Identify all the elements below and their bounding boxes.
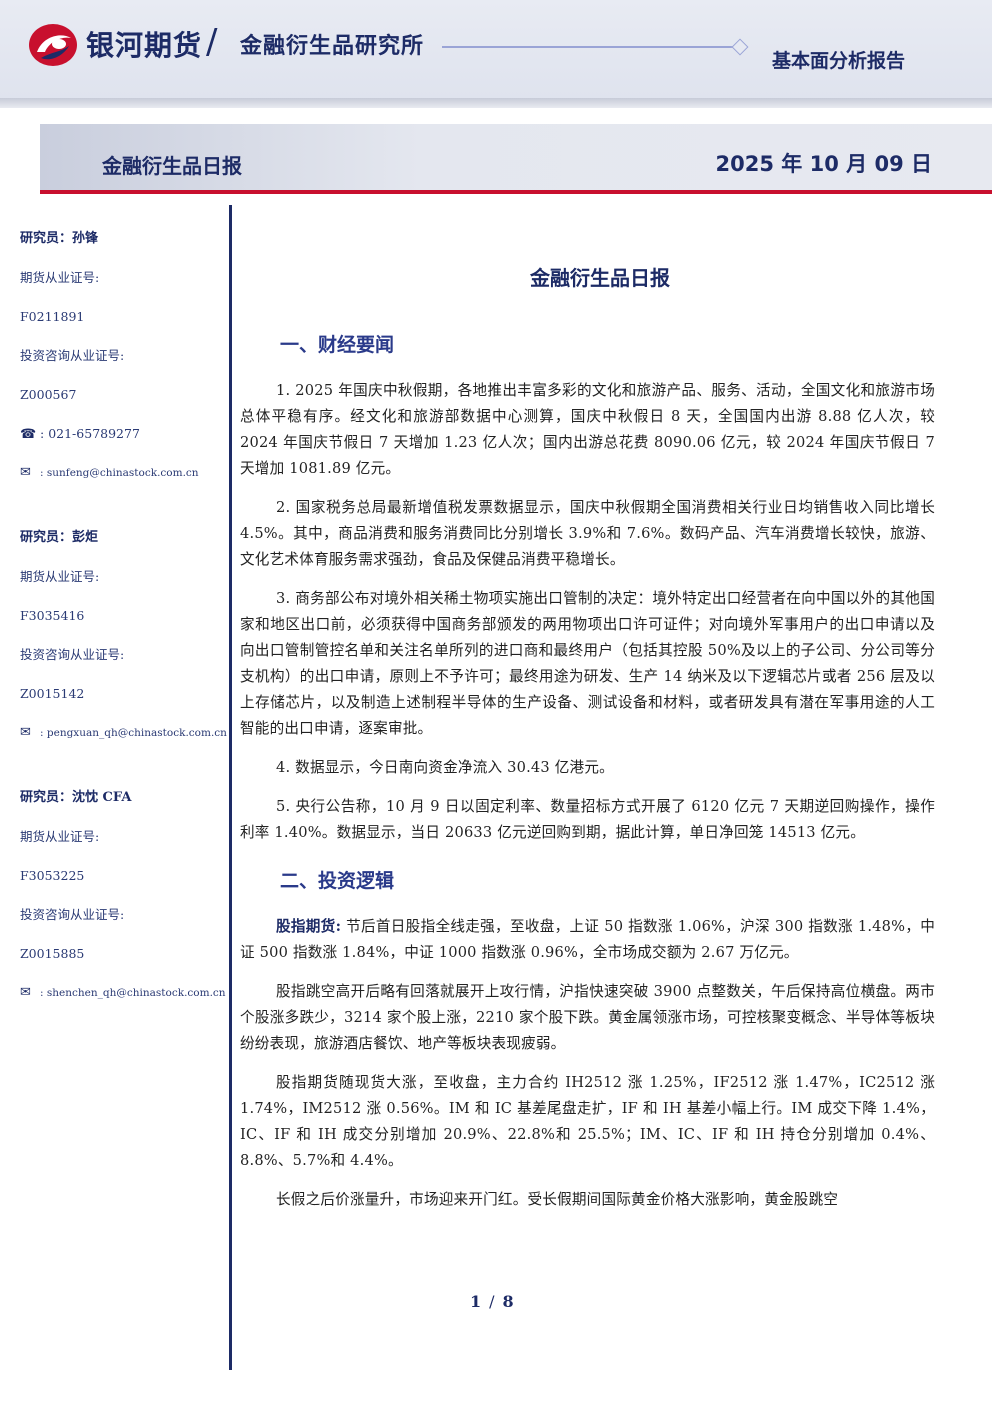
header-band	[0, 0, 992, 98]
email-row: ✉: sunfeng@chinastock.com.cn	[20, 462, 220, 501]
phone-number: 021-65789277	[48, 426, 140, 441]
researcher-name: 研究员：彭炬	[20, 530, 99, 545]
phone-icon: ☎	[20, 427, 37, 442]
page-total: 8	[502, 1292, 514, 1311]
header-band-shadow	[0, 98, 992, 108]
futures-license-label: 期货从业证号:	[20, 270, 100, 285]
email-link[interactable]: sunfeng@chinastock.com.cn	[46, 467, 199, 479]
email-row: ✉: pengxuan_qh@chinastock.com.cn	[20, 722, 227, 761]
futures-license-label: 期货从业证号:	[20, 829, 100, 844]
sidebar-divider	[229, 205, 232, 1370]
email-link[interactable]: shenchen_qh@chinastock.com.cn	[46, 987, 226, 999]
header-separator: /	[206, 22, 218, 62]
section-heading-news: 一、财经要闻	[280, 334, 395, 356]
phone-row: ☎: 021-65789277	[20, 423, 220, 462]
advisory-license-label: 投资咨询从业证号:	[20, 348, 125, 363]
researcher-card: 研究员：沈忱 CFA 期货从业证号: F3053225 投资咨询从业证号: Z0…	[20, 787, 226, 1021]
document-title: 金融衍生品日报	[530, 266, 670, 290]
futures-license-id: F0211891	[20, 309, 85, 324]
email-icon: ✉	[20, 725, 31, 740]
email-row: ✉: shenchen_qh@chinastock.com.cn	[20, 982, 226, 1021]
page-current: 1	[470, 1292, 482, 1311]
advisory-license-id: Z0015885	[20, 946, 85, 961]
researcher-name: 研究员：沈忱 CFA	[20, 790, 132, 805]
advisory-license-label: 投资咨询从业证号:	[20, 907, 125, 922]
futures-license-id: F3035416	[20, 608, 85, 623]
email-icon: ✉	[20, 465, 31, 480]
advisory-license-id: Z0015142	[20, 686, 85, 701]
lead-text: 节后首日股指全线走强，至收盘，上证 50 指数涨 1.06%，沪深 300 指数…	[240, 918, 936, 961]
futures-license-label: 期货从业证号:	[20, 569, 100, 584]
news-paragraph: 1. 2025 年国庆中秋假期，各地推出丰富多彩的文化和旅游产品、服务、活动，全…	[240, 382, 935, 477]
email-link[interactable]: pengxuan_qh@chinastock.com.cn	[46, 727, 227, 739]
logic-paragraph: 股指跳空高开后略有回落就展开上攻行情，沪指快速突破 3900 点整数关，午后保持…	[240, 983, 935, 1052]
report-body: 金融衍生品日报 一、财经要闻 1. 2025 年国庆中秋假期，各地推出丰富多彩的…	[240, 262, 935, 1226]
title-banner	[40, 124, 992, 192]
logic-lead-paragraph: 股指期货: 节后首日股指全线走强，至收盘，上证 50 指数涨 1.06%，沪深 …	[240, 914, 935, 966]
advisory-license-id: Z000567	[20, 387, 77, 402]
news-paragraph: 4. 数据显示，今日南向资金净流入 30.43 亿港元。	[276, 759, 614, 776]
page-number: 1 / 8	[470, 1292, 514, 1311]
section-heading-logic: 二、投资逻辑	[280, 870, 395, 892]
banner-title: 金融衍生品日报	[102, 154, 242, 178]
researcher-card: 研究员：孙锋 期货从业证号: F0211891 投资咨询从业证号: Z00056…	[20, 228, 220, 501]
researcher-name: 研究员：孙锋	[20, 231, 99, 246]
futures-license-id: F3053225	[20, 868, 85, 883]
researcher-card: 研究员：彭炬 期货从业证号: F3035416 投资咨询从业证号: Z00151…	[20, 527, 227, 761]
page-separator: /	[489, 1292, 495, 1311]
report-type: 基本面分析报告	[772, 50, 906, 72]
title-banner-accent	[40, 190, 992, 194]
institute-name: 金融衍生品研究所	[240, 34, 425, 59]
news-paragraph: 2. 国家税务总局最新增值税发票数据显示，国庆中秋假期全国消费相关行业日均销售收…	[240, 499, 935, 568]
company-logo-icon	[29, 24, 77, 66]
researcher-sidebar: 研究员：孙锋 期货从业证号: F0211891 投资咨询从业证号: Z00056…	[20, 228, 227, 1047]
news-paragraph: 5. 央行公告称，10 月 9 日以固定利率、数量招标方式开展了 6120 亿元…	[240, 798, 935, 841]
advisory-license-label: 投资咨询从业证号:	[20, 647, 125, 662]
header-rule	[442, 46, 734, 48]
email-icon: ✉	[20, 985, 31, 1000]
logic-paragraph: 股指期货随现货大涨，至收盘，主力合约 IH2512 涨 1.25%，IF2512…	[240, 1074, 935, 1169]
company-name: 银河期货	[86, 29, 203, 62]
news-paragraph: 3. 商务部公布对境外相关稀土物项实施出口管制的决定：境外特定出口经营者在向中国…	[240, 590, 935, 737]
logic-paragraph: 长假之后价涨量升，市场迎来开门红。受长假期间国际黄金价格大涨影响，黄金股跳空	[276, 1191, 839, 1208]
lead-label: 股指期货:	[276, 918, 342, 935]
report-date: 2025 年 10 月 09 日	[715, 152, 932, 176]
